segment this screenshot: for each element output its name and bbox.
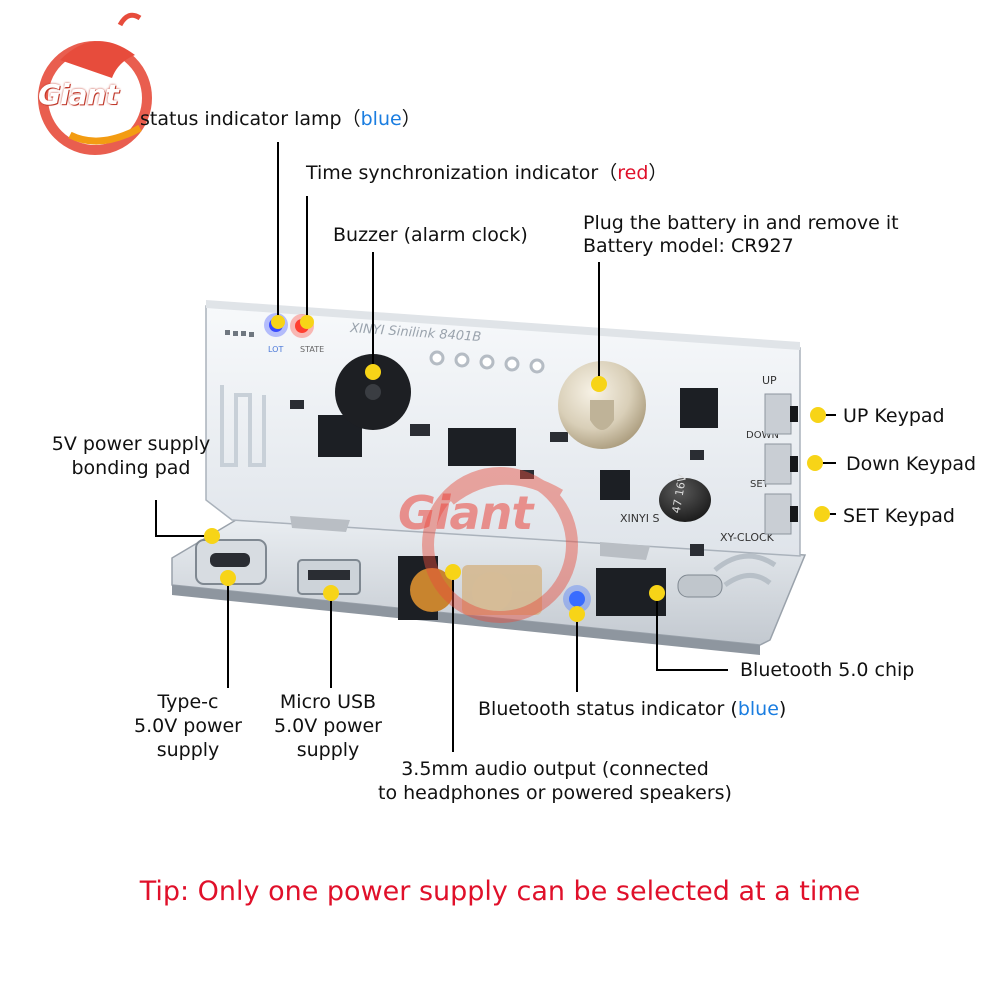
svg-text:SET: SET [750,479,770,490]
svg-text:XY-CLOCK: XY-CLOCK [720,531,775,544]
watermark-text: Giant [398,486,533,540]
svg-text:XINYI S: XINYI S [620,512,659,525]
wifi-status-label: status indicator lamp（blue） [140,108,421,130]
down-keypad-label: Down Keypad [846,453,977,475]
bluetooth-status-label: Bluetooth status indicator (blue) [478,698,787,720]
up-keypad-label: UP Keypad [843,405,945,427]
audio-output-label: 3.5mm audio output (connected to headpho… [378,758,732,804]
set-button[interactable] [790,506,798,522]
set-keypad-label: SET Keypad [843,505,955,527]
svg-text:STATE: STATE [300,345,324,354]
main-pcb: XINYI Sinilink 8401B [205,300,801,560]
svg-text:DOWN: DOWN [746,430,779,441]
typec-label: Type-c 5.0V power supply [134,691,242,761]
tip-text: Tip: Only one power supply can be select… [139,876,861,907]
bonding-pad-label: 5V power supply bonding pad [51,433,211,479]
callout-lines [155,142,836,752]
base-components [195,539,723,620]
giant-logo-text: Giant [38,78,119,111]
battery-label-line2: Battery model: CR927 [583,235,794,257]
svg-text:LOT: LOT [268,345,283,354]
micro-usb-label: Micro USB 5.0V power supply [274,691,382,761]
giant-logo [38,12,152,155]
up-button[interactable] [790,406,798,422]
battery-label-line1: Plug the battery in and remove it [583,212,899,234]
svg-text:UP: UP [762,374,777,387]
callout-dots [204,315,830,622]
capacitor [659,478,711,522]
watermark [422,467,578,623]
bluetooth-chip-label: Bluetooth 5.0 chip [740,659,915,681]
down-button[interactable] [790,456,798,472]
time-sync-label: Time synchronization indicator（red） [306,162,668,184]
amplifier-chip [448,428,516,466]
buzzer-label: Buzzer (alarm clock) [333,224,528,246]
